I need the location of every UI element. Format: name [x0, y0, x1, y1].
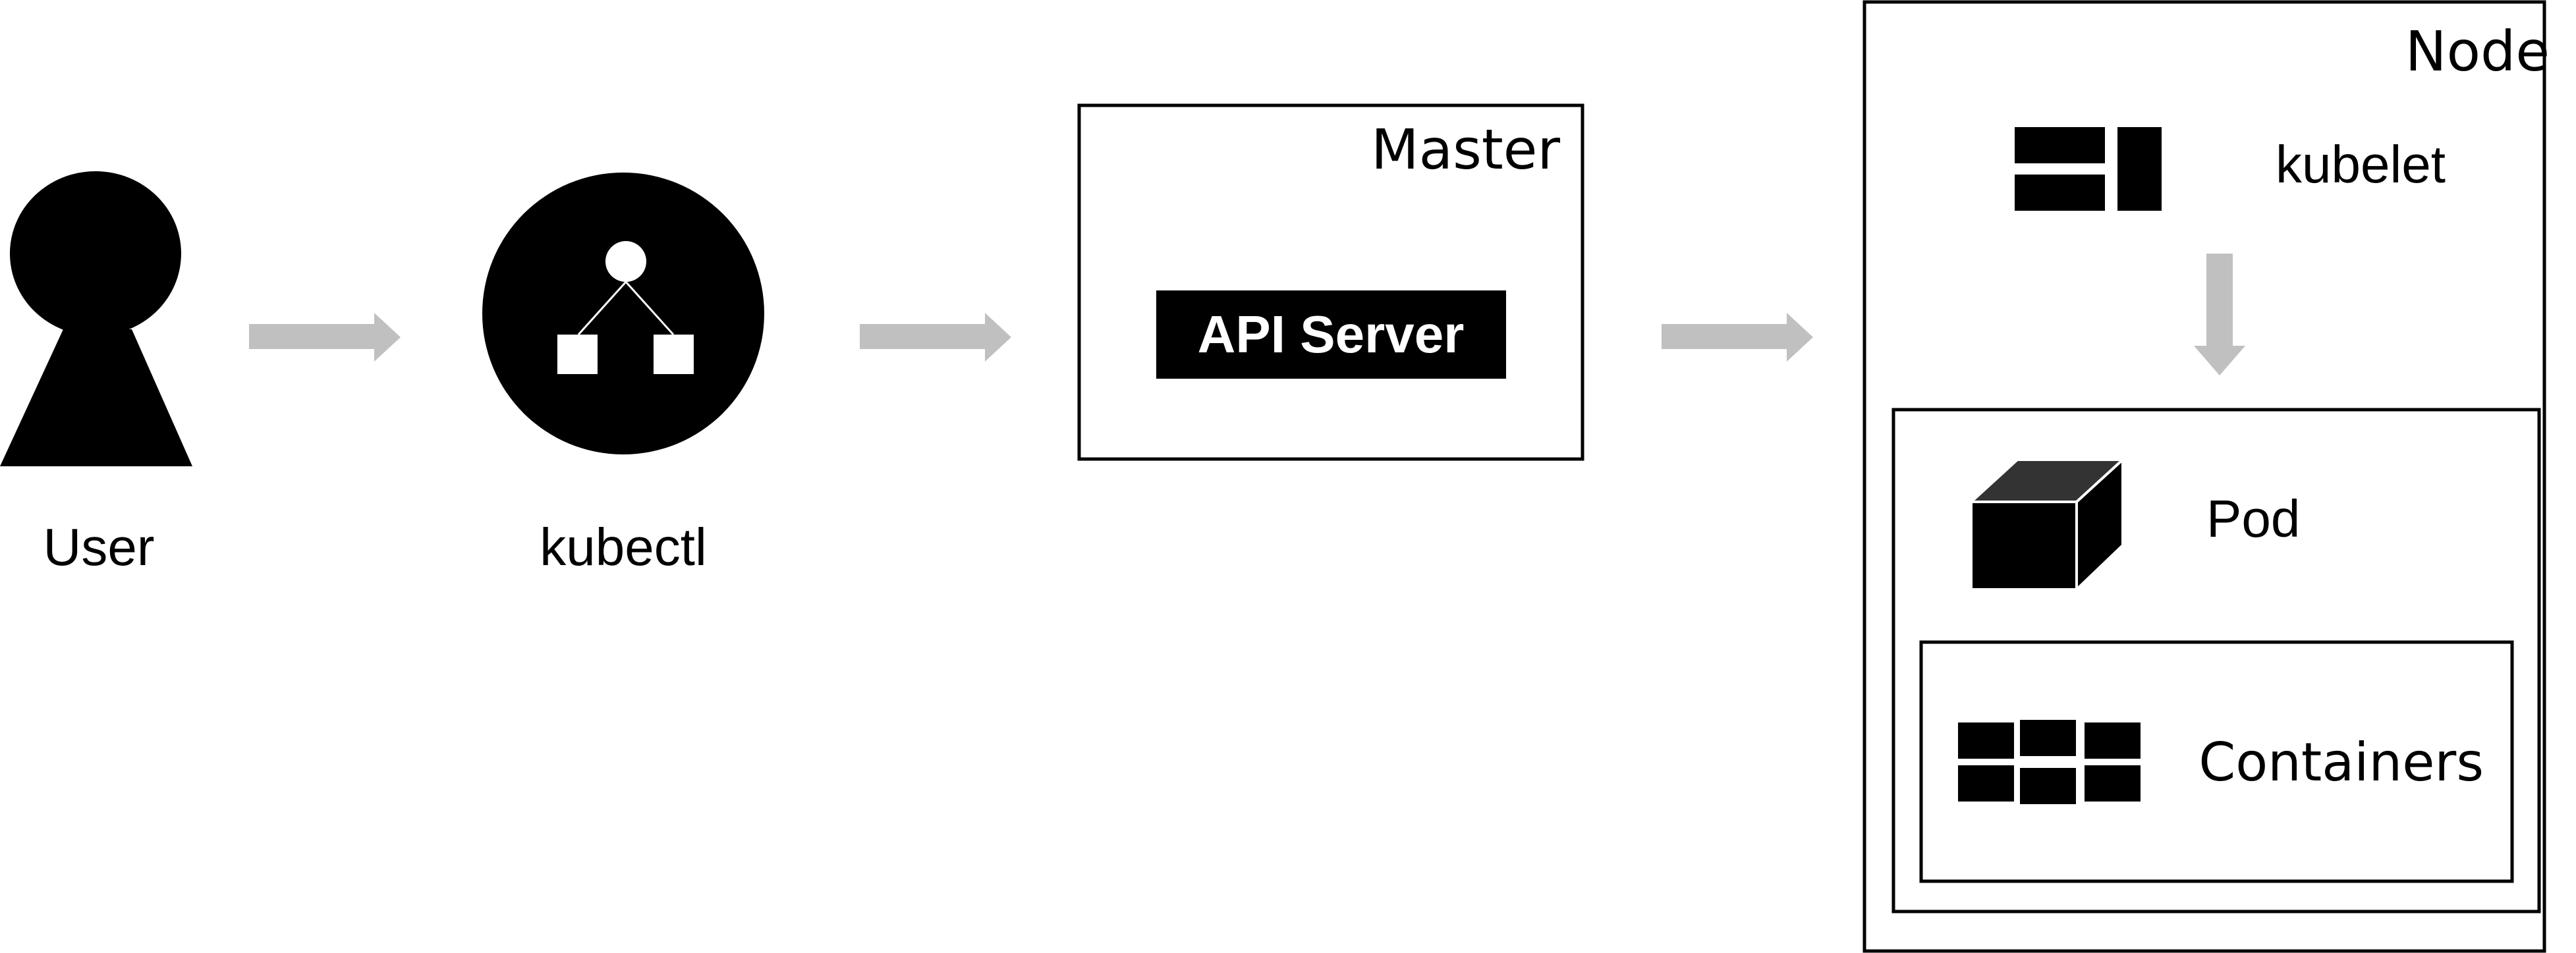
user-keyhole-icon: [0, 171, 192, 466]
containers-box: [1919, 640, 2514, 883]
api-server-box: [1156, 290, 1506, 379]
containers-grid-icon: [1958, 720, 2141, 804]
master-label: Master: [1371, 117, 1560, 182]
right-arrow-icon: [1662, 313, 1813, 362]
node-box: [1862, 0, 2546, 953]
kubelet-blocks-icon: [2015, 127, 2162, 211]
containers-label: Containers: [2198, 732, 2484, 793]
kubectl-tree-icon: [482, 173, 764, 454]
down-arrow-icon: [2194, 254, 2245, 375]
api-server-label: API Server: [1198, 305, 1465, 364]
kubelet-label: kubelet: [2276, 135, 2446, 194]
pod-cube-icon: [1970, 458, 2124, 591]
node-label: Node: [2405, 19, 2550, 84]
user-label: User: [43, 518, 155, 576]
right-arrow-icon: [860, 313, 1011, 362]
pod-label: Pod: [2206, 489, 2300, 548]
pod-box: [1891, 408, 2541, 913]
right-arrow-icon: [249, 313, 401, 362]
kubectl-label: kubectl: [540, 518, 706, 576]
master-box: [1077, 103, 1584, 461]
